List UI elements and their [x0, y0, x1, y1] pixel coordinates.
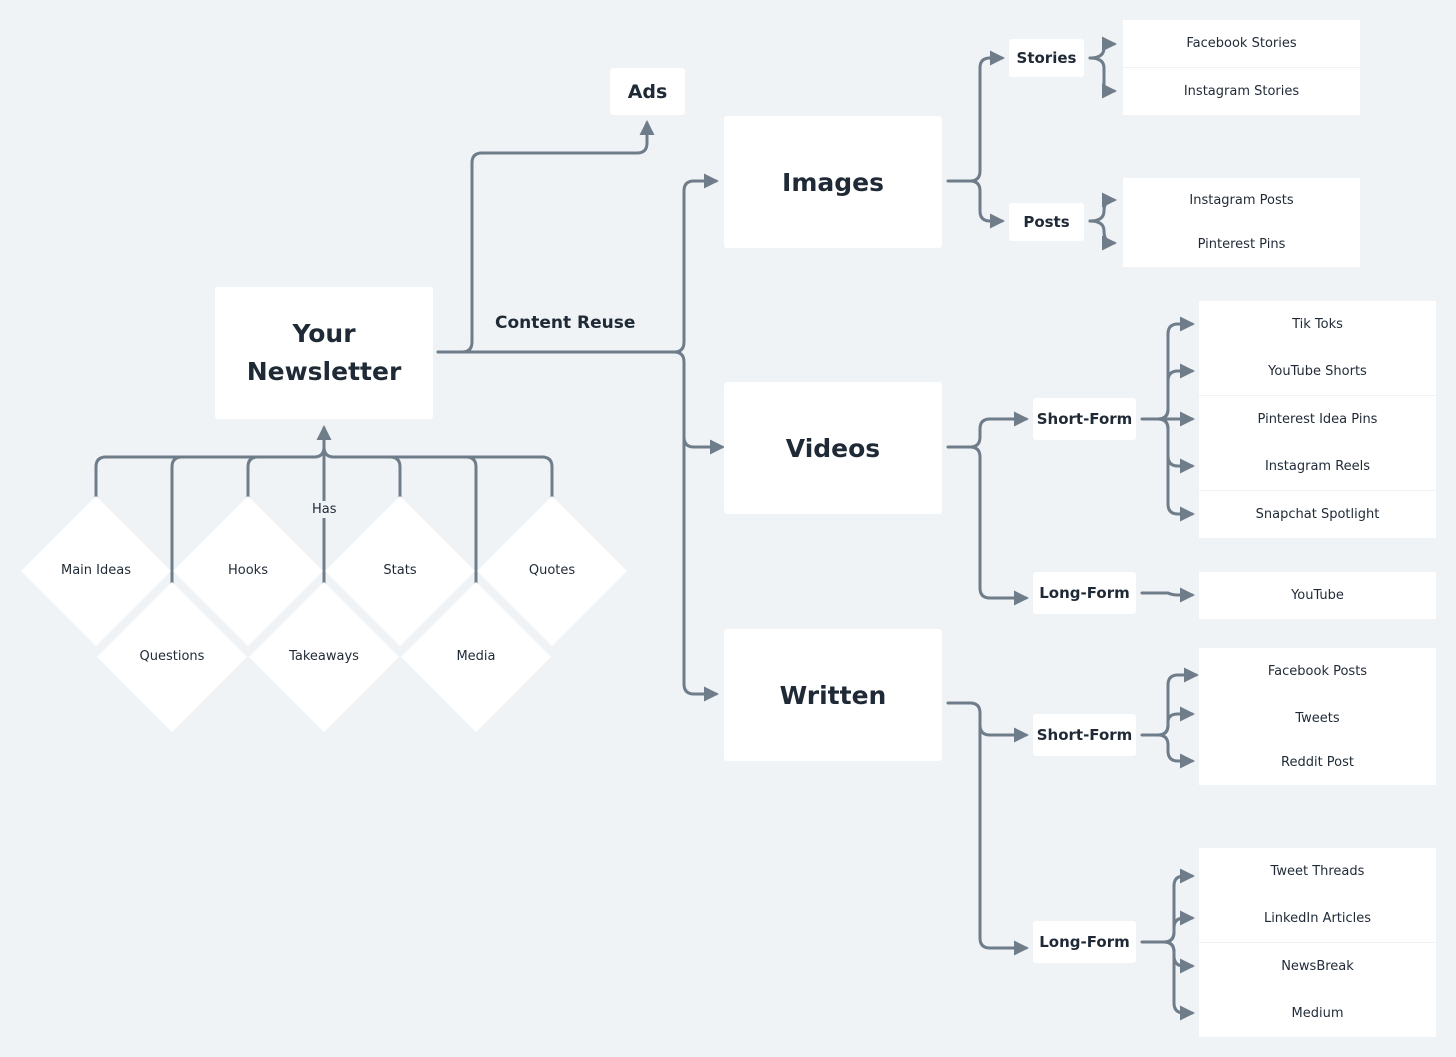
written-long-form-node[interactable]: Long-Form [1033, 921, 1136, 963]
images-posts-node[interactable]: Posts [1009, 203, 1084, 241]
leaf-pinterest-pins[interactable]: Pinterest Pins [1123, 222, 1360, 267]
leaf-youtube-shorts[interactable]: YouTube Shorts [1199, 348, 1436, 395]
leaf-instagram-reels[interactable]: Instagram Reels [1199, 443, 1436, 490]
leaf-medium[interactable]: Medium [1199, 990, 1436, 1037]
written-node[interactable]: Written [724, 629, 942, 761]
content-reuse-label: Content Reuse [495, 313, 636, 333]
leaf-tweet-threads[interactable]: Tweet Threads [1199, 848, 1436, 895]
leaf-facebook-posts[interactable]: Facebook Posts [1199, 648, 1436, 695]
root-node-your-newsletter[interactable]: Your Newsletter [215, 287, 433, 419]
has-label: Has [309, 501, 340, 518]
element-media: Media [456, 649, 496, 664]
element-questions: Questions [139, 649, 205, 664]
leaf-pinterest-idea-pins[interactable]: Pinterest Idea Pins [1199, 396, 1436, 443]
root-line-1: Your [292, 319, 356, 348]
ads-node[interactable]: Ads [610, 68, 685, 115]
element-stats: Stats [383, 563, 417, 578]
leaf-tik-toks[interactable]: Tik Toks [1199, 301, 1436, 348]
element-hooks: Hooks [228, 563, 268, 578]
images-stories-node[interactable]: Stories [1009, 39, 1084, 77]
leaf-newsbreak[interactable]: NewsBreak [1199, 943, 1436, 990]
element-takeaways: Takeaways [289, 649, 359, 664]
leaf-tweets[interactable]: Tweets [1199, 695, 1436, 741]
videos-short-form-node[interactable]: Short-Form [1033, 398, 1136, 440]
leaf-facebook-stories[interactable]: Facebook Stories [1123, 20, 1360, 67]
leaf-linkedin-articles[interactable]: LinkedIn Articles [1199, 895, 1436, 942]
written-short-form-node[interactable]: Short-Form [1033, 714, 1136, 756]
videos-node[interactable]: Videos [724, 382, 942, 514]
element-quotes: Quotes [528, 563, 576, 578]
leaf-youtube[interactable]: YouTube [1199, 572, 1436, 619]
leaf-instagram-posts[interactable]: Instagram Posts [1123, 178, 1360, 223]
root-line-2: Newsletter [246, 357, 402, 386]
element-main-ideas: Main Ideas [61, 563, 131, 578]
images-node[interactable]: Images [724, 116, 942, 248]
leaf-snapchat-spotlight[interactable]: Snapchat Spotlight [1199, 491, 1436, 538]
videos-long-form-node[interactable]: Long-Form [1033, 572, 1136, 614]
leaf-instagram-stories[interactable]: Instagram Stories [1123, 68, 1360, 115]
leaf-reddit-post[interactable]: Reddit Post [1199, 740, 1436, 785]
